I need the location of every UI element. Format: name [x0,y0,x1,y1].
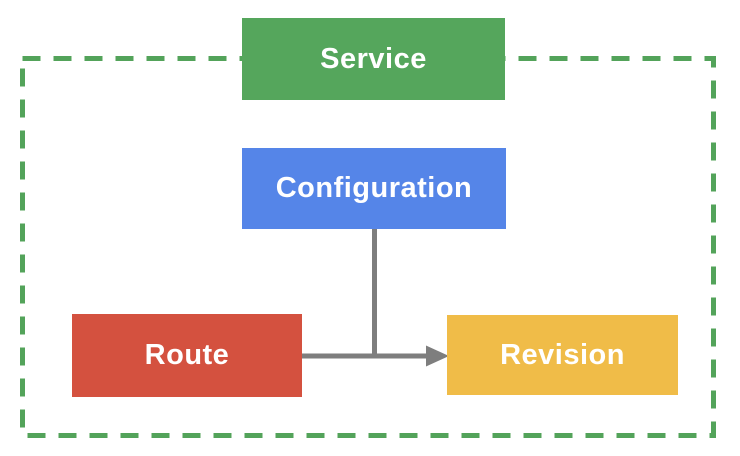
service-box: Service [242,18,505,100]
configuration-box-label: Configuration [275,172,473,204]
arrowhead-icon [426,345,449,367]
service-box-label: Service [320,42,427,75]
route-box: Route [72,314,302,397]
revision-box: Revision [447,315,678,395]
route-box-label: Route [144,339,230,371]
revision-box-label: Revision [500,338,625,371]
configuration-box: Configuration [242,148,506,229]
